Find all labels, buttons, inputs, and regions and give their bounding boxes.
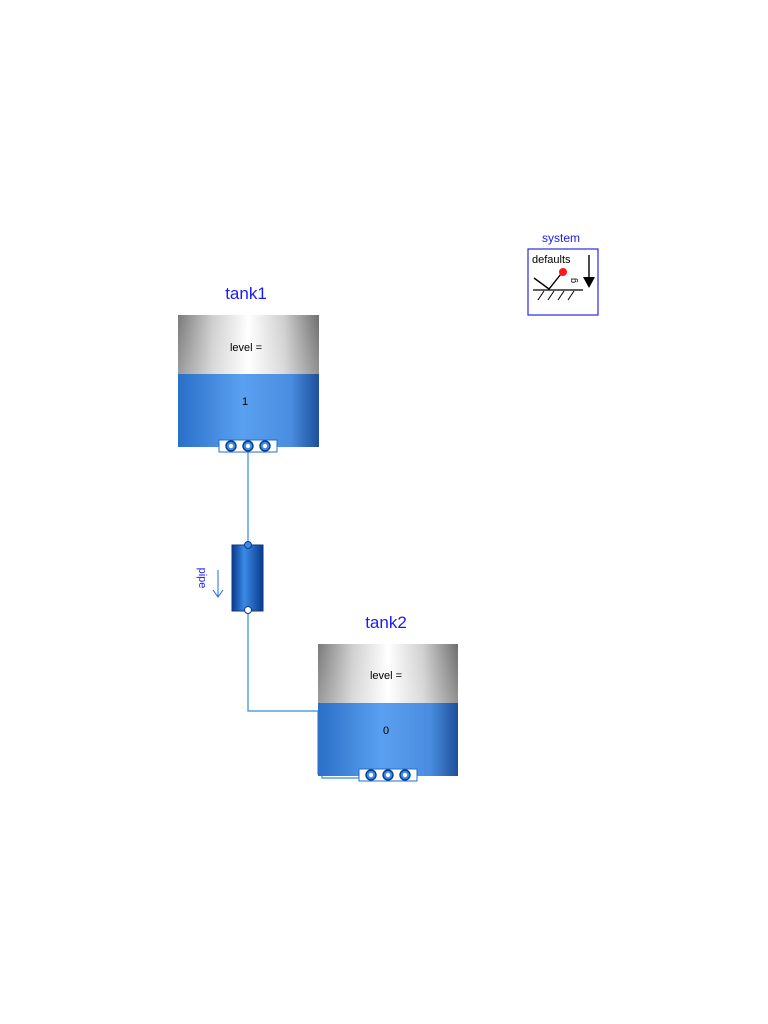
pipe-port-b[interactable] (244, 606, 252, 614)
tank2-name: tank2 (365, 613, 407, 632)
tank1-port[interactable] (218, 439, 278, 453)
tank2-level-value: 0 (383, 725, 389, 737)
ball-icon (559, 268, 567, 276)
tank1-level-value: 1 (242, 396, 248, 408)
system-block[interactable]: system defaults g (527, 231, 599, 316)
system-defaults-text: defaults (532, 254, 571, 266)
tank1[interactable]: tank1 level = 1 (178, 284, 319, 453)
ground-icon (533, 273, 583, 301)
tank1-level-label: level = (230, 342, 262, 354)
pipe[interactable]: pipe (196, 541, 264, 614)
system-label: system (542, 231, 580, 245)
pipe-port-a[interactable] (244, 541, 252, 549)
gravity-symbol: g (568, 278, 578, 283)
flow-direction-arrow-icon (212, 570, 224, 598)
tank2-level-label: level = (370, 670, 402, 682)
gravity-arrow-icon (583, 255, 595, 288)
tank1-name: tank1 (225, 284, 267, 303)
tank2-port[interactable] (358, 768, 418, 782)
pipe-name: pipe (196, 568, 208, 589)
tank2[interactable]: tank2 level = 0 (318, 613, 458, 782)
